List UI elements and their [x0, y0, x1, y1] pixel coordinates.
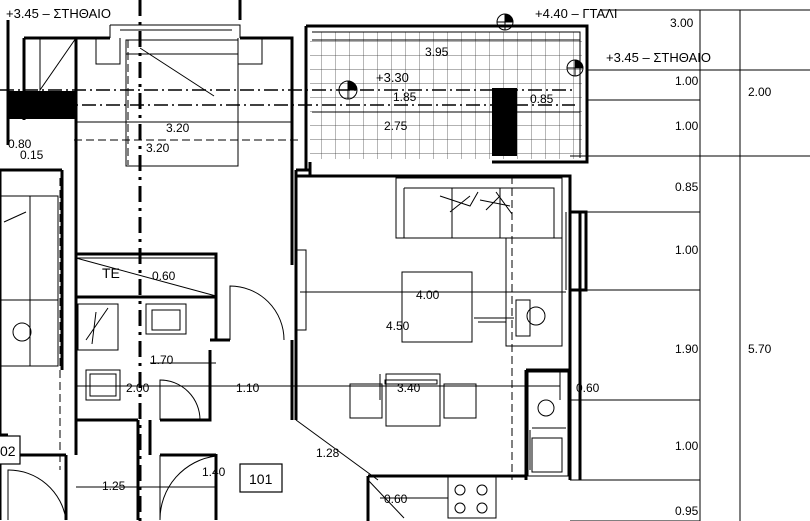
- dim-right-row-3: 0.85: [675, 180, 699, 194]
- dim-bath-width: 2.00: [126, 381, 150, 395]
- apartment-number: 101: [249, 471, 273, 487]
- dining-table: [385, 373, 441, 427]
- dim-stair-width: 1.25: [102, 479, 126, 493]
- dim-right-row-4: 1.00: [675, 243, 699, 257]
- cooktop: [447, 475, 497, 519]
- dim-right-row-6: 1.00: [675, 439, 699, 453]
- neighbor-number: 02: [0, 443, 16, 459]
- chair-1: [349, 383, 383, 419]
- dim-kitchen-width: 0.60: [576, 381, 600, 395]
- dim-bedroom-width-a: 3.20: [166, 121, 190, 135]
- level-left: +3.45 – ΣΤΗΘΑΙΟ: [6, 6, 111, 21]
- neighbor-sofa: [0, 195, 59, 367]
- dim-right-top-total: 3.00: [670, 16, 694, 30]
- label-shaft: TE: [102, 265, 120, 281]
- kitchen-sink-round: [537, 399, 555, 417]
- neighbor-number-box: [0, 435, 21, 465]
- dim-balcony-width: 3.95: [425, 45, 449, 59]
- apartment-number-box: [239, 463, 283, 493]
- dim-wall-left-a: 0.80: [8, 137, 32, 151]
- sofa-l: [395, 177, 563, 239]
- washbasin: [145, 303, 187, 335]
- chair-3: [384, 379, 438, 385]
- dim-living-width: 4.00: [416, 288, 440, 302]
- level-marker-top: [496, 13, 514, 31]
- coffee-table: [401, 271, 473, 343]
- chair-2: [443, 383, 477, 419]
- shower-tray: [77, 303, 119, 351]
- dim-balcony-side: 0.85: [530, 92, 554, 106]
- dim-living-depth: 4.50: [386, 319, 410, 333]
- dim-bottom-small: 0.60: [384, 492, 408, 506]
- dim-right-row-2: 1.00: [675, 119, 699, 133]
- dim-balcony-inner-width: 2.75: [384, 119, 408, 133]
- level-marker-balcony: [338, 80, 358, 100]
- dim-right-row-7: 0.95: [675, 504, 699, 518]
- level-marker-right: [566, 59, 584, 77]
- level-balcony: +3.30: [376, 70, 409, 85]
- dim-right-total-b: 5.70: [748, 342, 772, 356]
- column-balcony: [492, 88, 517, 156]
- dim-diagonal: 1.28: [316, 446, 340, 460]
- bedroom-bed: [125, 39, 239, 167]
- dim-balcony-inner-height: 1.85: [393, 90, 417, 104]
- dim-wall-left-b: 0.15: [20, 148, 44, 162]
- level-top-right: +4.40 – ΓΤΑΛΙ: [535, 6, 617, 21]
- person-figure: [526, 306, 546, 326]
- dim-right-row-5: 1.90: [675, 342, 699, 356]
- kitchen-sink: [531, 437, 563, 473]
- dim-right-row-1: 1.00: [675, 74, 699, 88]
- dim-entry-width: 1.40: [202, 465, 226, 479]
- dim-dining-width: 3.40: [397, 381, 421, 395]
- wc: [85, 369, 121, 401]
- dim-bath-height: 1.70: [150, 353, 174, 367]
- dim-hall-width: 1.10: [236, 381, 260, 395]
- dim-shaft: 0.60: [152, 269, 176, 283]
- dim-bedroom-width-b: 3.20: [146, 141, 170, 155]
- dim-right-total-a: 2.00: [748, 85, 772, 99]
- level-right: +3.45 – ΣΤΗΘΑΙΟ: [606, 50, 711, 65]
- kitchen-counter: [527, 371, 569, 477]
